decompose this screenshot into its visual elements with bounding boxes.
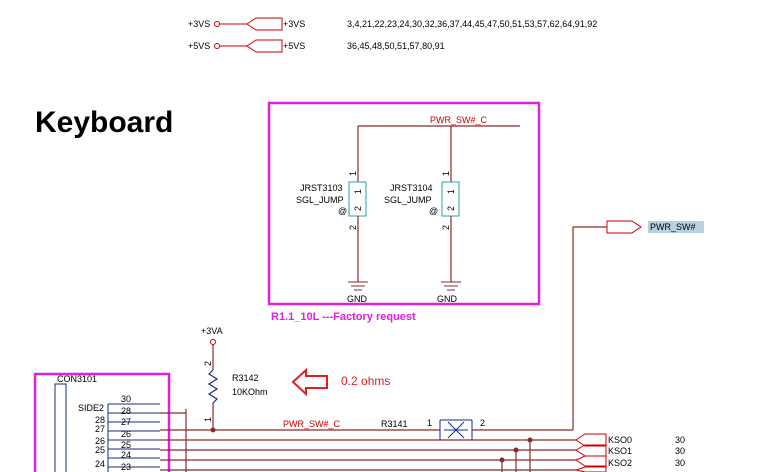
connector-pin: 24 [121,450,131,460]
r3141-ref: R3141 [381,419,408,429]
connector-pin: 25 [95,445,105,455]
jumper-jrst3103: 1 1 2 JRST3103 SGL_JUMP @ 2 GND [296,171,368,304]
ground-icon [441,281,461,291]
ground-icon [348,281,368,291]
connector-ref: CON3101 [57,374,97,384]
factory-note: R1.1_10L ---Factory request [271,311,416,323]
pwr-sw-label: PWR_SW# [650,222,696,232]
connector-pin: 27 [95,424,105,434]
power-3vs-left: +3VS [188,19,210,29]
jumper-jrst3104: 1 1 2 JRST3104 SGL_JUMP @ 2 GND [384,171,461,304]
resistor-zigzag-icon [207,369,219,404]
jrst3103-inner-pin2: 2 [353,206,363,211]
connector-pin: 28 [121,406,131,416]
kso-signal-page: 30 [675,458,685,468]
jrst3103-inner-pin1: 1 [353,189,363,194]
kso3-port [574,466,607,472]
jrst3104-gnd: GND [437,294,458,304]
connector-pin: 23 [121,462,131,472]
power-3vs-port [246,17,283,31]
connector-pin: 28 [95,415,105,425]
jrst3103-pin1: 1 [348,171,358,176]
connector-pin: 27 [121,417,131,427]
power-row-3vs: +3VS +3VS 3,4,21,22,23,24,30,32,36,37,44… [188,17,597,31]
power-5vs-terminal [214,43,220,49]
r3141-pin2: 2 [480,418,485,428]
power-5vs-pins: 36,45,48,50,51,57,80,91 [347,41,445,51]
power-5vs-port [246,39,283,53]
annotation-text: 0.2 ohms [341,374,390,388]
page-title: Keyboard [35,106,173,139]
connector-side: SIDE2 [78,403,104,413]
connector-pin: 24 [95,459,105,469]
jrst3103-pin2: 2 [348,225,358,230]
pwr-sw-highlight [648,221,704,233]
bottom-pwr-net: PWR_SW#_C R3141 1 2 [160,418,573,440]
connector-highlight-box [33,372,171,472]
kso-signal-page: 30 [675,446,685,456]
power-row-5vs: +5VS +5VS 36,45,48,50,51,57,80,91 [188,39,445,53]
jrst3104-ref: JRST3104 [390,183,433,193]
r3142-pin1: 1 [203,417,213,422]
connector-pin-lines [107,403,160,472]
jumper-net-label: PWR_SW#_C [430,115,488,125]
kso2-port: KSO2 30 [574,455,685,468]
kso-signal-page: 30 [675,435,685,445]
r3142-rail: +3VA [201,326,223,336]
jumper-net-wire [357,125,520,182]
power-3vs-pins: 3,4,21,22,23,24,30,32,36,37,44,45,47,50,… [347,19,597,29]
kso1-port: KSO1 30 [575,444,685,457]
pwr-sw-offpage: PWR_SW# [572,220,704,430]
connector-pin: 26 [121,429,131,439]
r3141-bridge-icon [439,419,473,440]
jrst3103-gnd: GND [347,294,368,304]
jrst3104-pin2: 2 [441,225,451,230]
kso-signal-name: KSO2 [608,458,632,468]
pwr-sw-port [606,220,642,234]
jrst3103-ref: JRST3103 [300,183,343,193]
connector-pin: 30 [121,394,131,404]
resistor-r3142: +3VA 2 1 R3142 10KOhm [201,326,268,430]
kso0-port: KSO0 30 [575,433,685,447]
power-3vs-terminal [214,21,220,27]
jrst3104-at: @ [429,206,438,216]
power-5vs-left: +5VS [188,41,210,51]
r3141-pin1: 1 [427,418,432,428]
r3142-value: 10KOhm [232,387,268,397]
bottom-net-label: PWR_SW#_C [283,419,341,429]
jrst3104-inner-pin2: 2 [446,206,456,211]
jumper-highlight-box [267,101,541,306]
kso-signal-name: KSO1 [608,446,632,456]
connector-pin: 26 [95,436,105,446]
connector-body [54,383,67,472]
r3142-ref: R3142 [232,373,259,383]
jrst3104-pin1: 1 [441,171,451,176]
r3142-pin2: 2 [203,361,213,366]
kso-bus [160,437,576,472]
annotation-arrow-icon [291,367,328,397]
power-5vs-right: +5VS [283,41,305,51]
jrst3104-inner-pin1: 1 [446,189,456,194]
rail-3va-terminal [210,339,216,345]
power-3vs-right: +3VS [283,19,305,29]
kso-signal-name: KSO0 [608,435,632,445]
jrst3103-at: @ [338,206,347,216]
connector-pin: 25 [121,440,131,450]
jrst3104-type: SGL_JUMP [384,195,432,205]
jrst3103-type: SGL_JUMP [296,195,344,205]
